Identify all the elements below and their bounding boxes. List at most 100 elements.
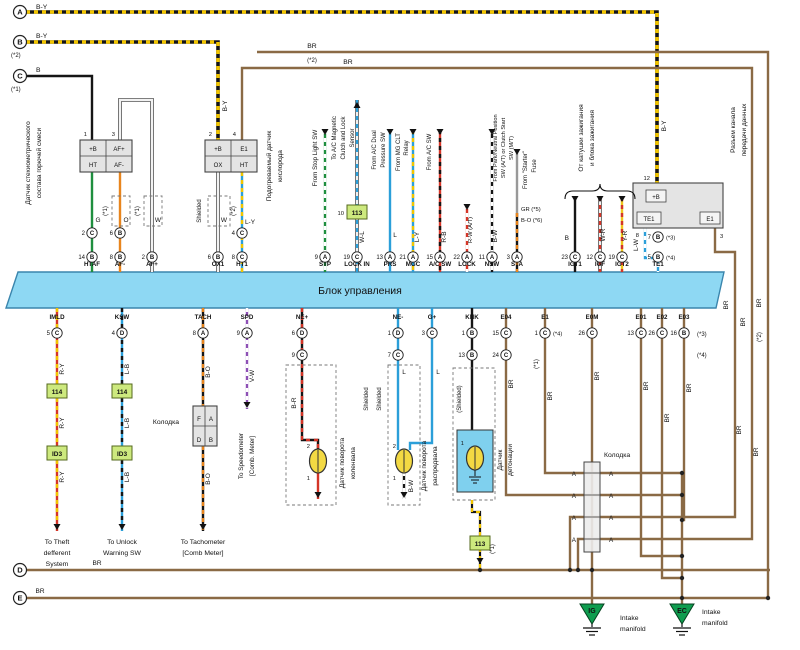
label: R-Y — [59, 417, 66, 429]
label: F — [197, 416, 201, 423]
connector-pin-circle — [616, 251, 628, 263]
pin-name: E01 — [635, 314, 647, 321]
harness-connector-d: D — [12, 562, 28, 578]
junction-114-b: 114 — [111, 383, 133, 399]
label: SW (M/T) — [509, 136, 515, 160]
connector-letter: B — [656, 255, 661, 261]
wire-afr-plus-w — [118, 98, 154, 272]
wire-br-ground-top-1 — [257, 50, 770, 598]
label: R-Y — [59, 471, 66, 483]
circle-shape — [12, 4, 28, 20]
label: BR — [343, 59, 353, 66]
connector-letter: C — [300, 353, 305, 359]
connector-letter: C — [620, 255, 625, 261]
label: Датчик — [497, 449, 504, 470]
label: B-W — [492, 229, 499, 243]
label: B — [36, 67, 41, 74]
connector-pin-circle — [594, 251, 606, 263]
label: Датчик стехиометрического — [25, 121, 32, 205]
polyline-shape — [26, 74, 94, 140]
polyline-shape — [643, 228, 660, 272]
pin-number: 26 — [648, 331, 655, 337]
pin-number: 14 — [78, 255, 85, 261]
connector-letter: B — [470, 353, 475, 359]
connector-pin-circle — [296, 349, 308, 361]
harness-connector-e: E — [12, 590, 28, 606]
label: и блока зажигания — [588, 110, 596, 166]
pin-name: PRS — [384, 261, 397, 268]
label: Колодка — [604, 452, 630, 459]
wire-e02-br — [660, 308, 682, 580]
rect-shape — [111, 383, 133, 399]
shield-box-afr-2 — [143, 195, 163, 227]
label: [Comb Meter] — [182, 550, 223, 557]
label: 2 — [209, 132, 212, 138]
polyline-shape — [504, 308, 682, 497]
connector-letter: A — [438, 255, 443, 261]
pin-number: 15 — [492, 331, 499, 337]
junction-label: 113 — [475, 541, 486, 548]
label: W — [221, 217, 228, 224]
label: BR — [664, 413, 671, 422]
pin-number: 19 — [343, 255, 350, 261]
connector-pin-circle — [426, 327, 438, 339]
pin-number: 12 — [586, 255, 593, 261]
label: детонации — [507, 444, 514, 476]
rect-shape — [46, 445, 68, 461]
label: A — [209, 416, 214, 423]
label: manifold — [702, 620, 728, 627]
label: defferent — [44, 550, 71, 557]
pin-name: NSW — [485, 261, 500, 268]
label: распредвала — [432, 446, 439, 486]
connector-letter: B — [90, 255, 95, 261]
connector-letter: D — [396, 331, 401, 337]
connector-letter: D — [300, 331, 305, 337]
label: From A/C Dual — [372, 130, 378, 169]
junction-id3-b: ID3 — [111, 445, 133, 461]
connector-pin-circle — [652, 251, 664, 263]
junction-label: 113 — [352, 210, 363, 217]
label: W — [155, 217, 162, 224]
label: Pressure SW — [381, 132, 387, 168]
label: (*1) — [135, 206, 141, 216]
shield-box-crank — [285, 364, 337, 506]
label: A — [572, 537, 577, 544]
circle-shape — [12, 34, 28, 50]
label: B-O — [205, 473, 212, 485]
arrowhead-down — [400, 492, 408, 498]
pin-number: 15 — [426, 255, 433, 261]
wire-ne-plus-b-r — [300, 308, 320, 450]
pin-name: STP — [319, 261, 331, 268]
pin-name: A/C SW — [429, 261, 452, 268]
connector-pin-circle — [384, 251, 396, 263]
ground-label: IG — [588, 608, 596, 615]
connector-letter: B — [656, 235, 661, 241]
connector-pin-circle — [146, 251, 158, 263]
pin-note: (*4) — [666, 256, 675, 262]
pin-name: MGC — [406, 261, 421, 268]
label: BR — [547, 391, 554, 400]
label: 10 — [338, 211, 344, 217]
pin-name: HT1 — [236, 261, 248, 268]
pin-number: 7 — [388, 353, 392, 359]
connector-letter: E — [17, 594, 22, 603]
pin-name: E03 — [678, 314, 690, 321]
circle-shape — [12, 562, 28, 578]
junction-label: 114 — [52, 389, 63, 396]
connector-letter: C — [504, 353, 509, 359]
label: W-L — [359, 231, 366, 243]
connector-pin-circle — [212, 251, 224, 263]
knock-sensor-element — [465, 445, 485, 471]
pin-number: 13 — [458, 353, 465, 359]
junction-label: ID3 — [117, 451, 128, 458]
label: OX — [214, 163, 223, 169]
label: BR — [92, 560, 101, 567]
circle-shape — [12, 590, 28, 606]
label: Shielded — [197, 199, 203, 222]
label: B-Y — [661, 120, 668, 132]
